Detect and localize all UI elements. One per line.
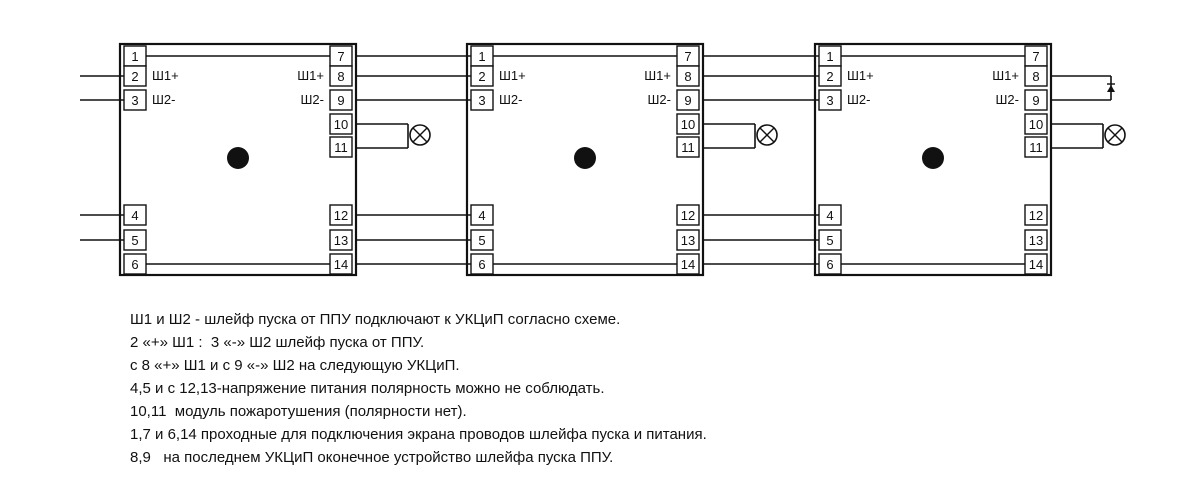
pin-number: 10 <box>681 117 695 132</box>
pin-number: 10 <box>1029 117 1043 132</box>
pin-number: 3 <box>131 93 138 108</box>
pin-number: 9 <box>1032 93 1039 108</box>
terminal-pin <box>329 204 353 226</box>
pin-number: 14 <box>1029 257 1043 272</box>
pin-number: 11 <box>1029 140 1043 155</box>
terminal-pin <box>1024 136 1048 158</box>
pin-number: 2 <box>131 69 138 84</box>
terminal-pin <box>676 65 700 87</box>
loop-label: Ш1+ <box>297 68 324 83</box>
pin-number: 13 <box>681 233 695 248</box>
terminal-pin <box>329 65 353 87</box>
terminal-pin <box>676 229 700 251</box>
loop-label: Ш2- <box>996 92 1019 107</box>
note-line: 1,7 и 6,14 проходные для подключения экр… <box>130 426 707 443</box>
loop-label: Ш2- <box>847 92 870 107</box>
note-line: Ш1 и Ш2 - шлейф пуска от ППУ подключают … <box>130 311 621 328</box>
loop-label: Ш2- <box>648 92 671 107</box>
pin-number: 3 <box>478 93 485 108</box>
pin-number: 2 <box>826 69 833 84</box>
loop-label: Ш1+ <box>499 68 526 83</box>
pin-number: 11 <box>681 140 695 155</box>
loop-label: Ш1+ <box>847 68 874 83</box>
loop-label: Ш2- <box>301 92 324 107</box>
pin-number: 13 <box>1029 233 1043 248</box>
note-line: 10,11 модуль пожаротушения (полярности н… <box>130 403 467 420</box>
indicator-dot-icon <box>574 147 596 169</box>
pin-number: 7 <box>337 49 344 64</box>
notes-list: Ш1 и Ш2 - шлейф пуска от ППУ подключают … <box>130 308 707 469</box>
loop-label: Ш1+ <box>152 68 179 83</box>
pin-number: 14 <box>681 257 695 272</box>
module-outline <box>813 42 1053 277</box>
terminal-pin <box>676 136 700 158</box>
pin-number: 5 <box>826 233 833 248</box>
pin-number: 5 <box>131 233 138 248</box>
loop-label: Ш2- <box>499 92 522 107</box>
terminal-pin <box>1024 229 1048 251</box>
pin-number: 14 <box>334 257 348 272</box>
terminal-pin <box>1024 113 1048 135</box>
terminal-pin <box>1024 65 1048 87</box>
pin-number: 4 <box>131 208 138 223</box>
pin-number: 4 <box>826 208 833 223</box>
pin-number: 7 <box>684 49 691 64</box>
pin-number: 2 <box>478 69 485 84</box>
pin-number: 6 <box>826 257 833 272</box>
note-line: 8,9 на последнем УКЦиП оконечное устройс… <box>130 449 614 466</box>
pin-number: 9 <box>337 93 344 108</box>
module-outline <box>465 42 705 277</box>
indicator-dot-icon <box>227 147 249 169</box>
loop-label: Ш1+ <box>992 68 1019 83</box>
wiring-diagram: 1234567891011121314Ш1+Ш2-Ш1+Ш2-123456789… <box>80 42 1126 277</box>
pin-number: 12 <box>1029 208 1043 223</box>
pin-number: 5 <box>478 233 485 248</box>
pin-number: 6 <box>131 257 138 272</box>
pin-number: 8 <box>337 69 344 84</box>
lamp-cross <box>1107 127 1123 143</box>
indicator-dot-icon <box>922 147 944 169</box>
terminal-pin <box>676 204 700 226</box>
note-line: с 8 «+» Ш1 и с 9 «-» Ш2 на следующую УКЦ… <box>130 357 460 374</box>
terminal-pin <box>329 89 353 111</box>
terminal-pin <box>1024 204 1048 226</box>
pin-number: 1 <box>478 49 485 64</box>
note-line: 2 «+» Ш1 : 3 «-» Ш2 шлейф пуска от ППУ. <box>130 334 425 351</box>
module-outline <box>118 42 358 277</box>
pin-number: 6 <box>478 257 485 272</box>
pin-number: 4 <box>478 208 485 223</box>
pin-number: 8 <box>684 69 691 84</box>
terminal-pin <box>329 113 353 135</box>
note-line: 4,5 и с 12,13-напряжение питания полярно… <box>130 380 605 397</box>
pin-number: 11 <box>334 140 348 155</box>
pin-number: 12 <box>681 208 695 223</box>
pin-number: 13 <box>334 233 348 248</box>
pin-number: 3 <box>826 93 833 108</box>
pin-number: 10 <box>334 117 348 132</box>
pin-number: 7 <box>1032 49 1039 64</box>
loop-label: Ш1+ <box>644 68 671 83</box>
pin-number: 12 <box>334 208 348 223</box>
pin-number: 8 <box>1032 69 1039 84</box>
pin-number: 1 <box>826 49 833 64</box>
lamp-cross <box>759 127 775 143</box>
pin-number: 1 <box>131 49 138 64</box>
terminal-pin <box>1024 89 1048 111</box>
loop-label: Ш2- <box>152 92 175 107</box>
terminal-pin <box>329 136 353 158</box>
terminal-pin <box>676 113 700 135</box>
terminal-pin <box>329 229 353 251</box>
lamp-cross <box>412 127 428 143</box>
pin-number: 9 <box>684 93 691 108</box>
terminal-pin <box>676 89 700 111</box>
